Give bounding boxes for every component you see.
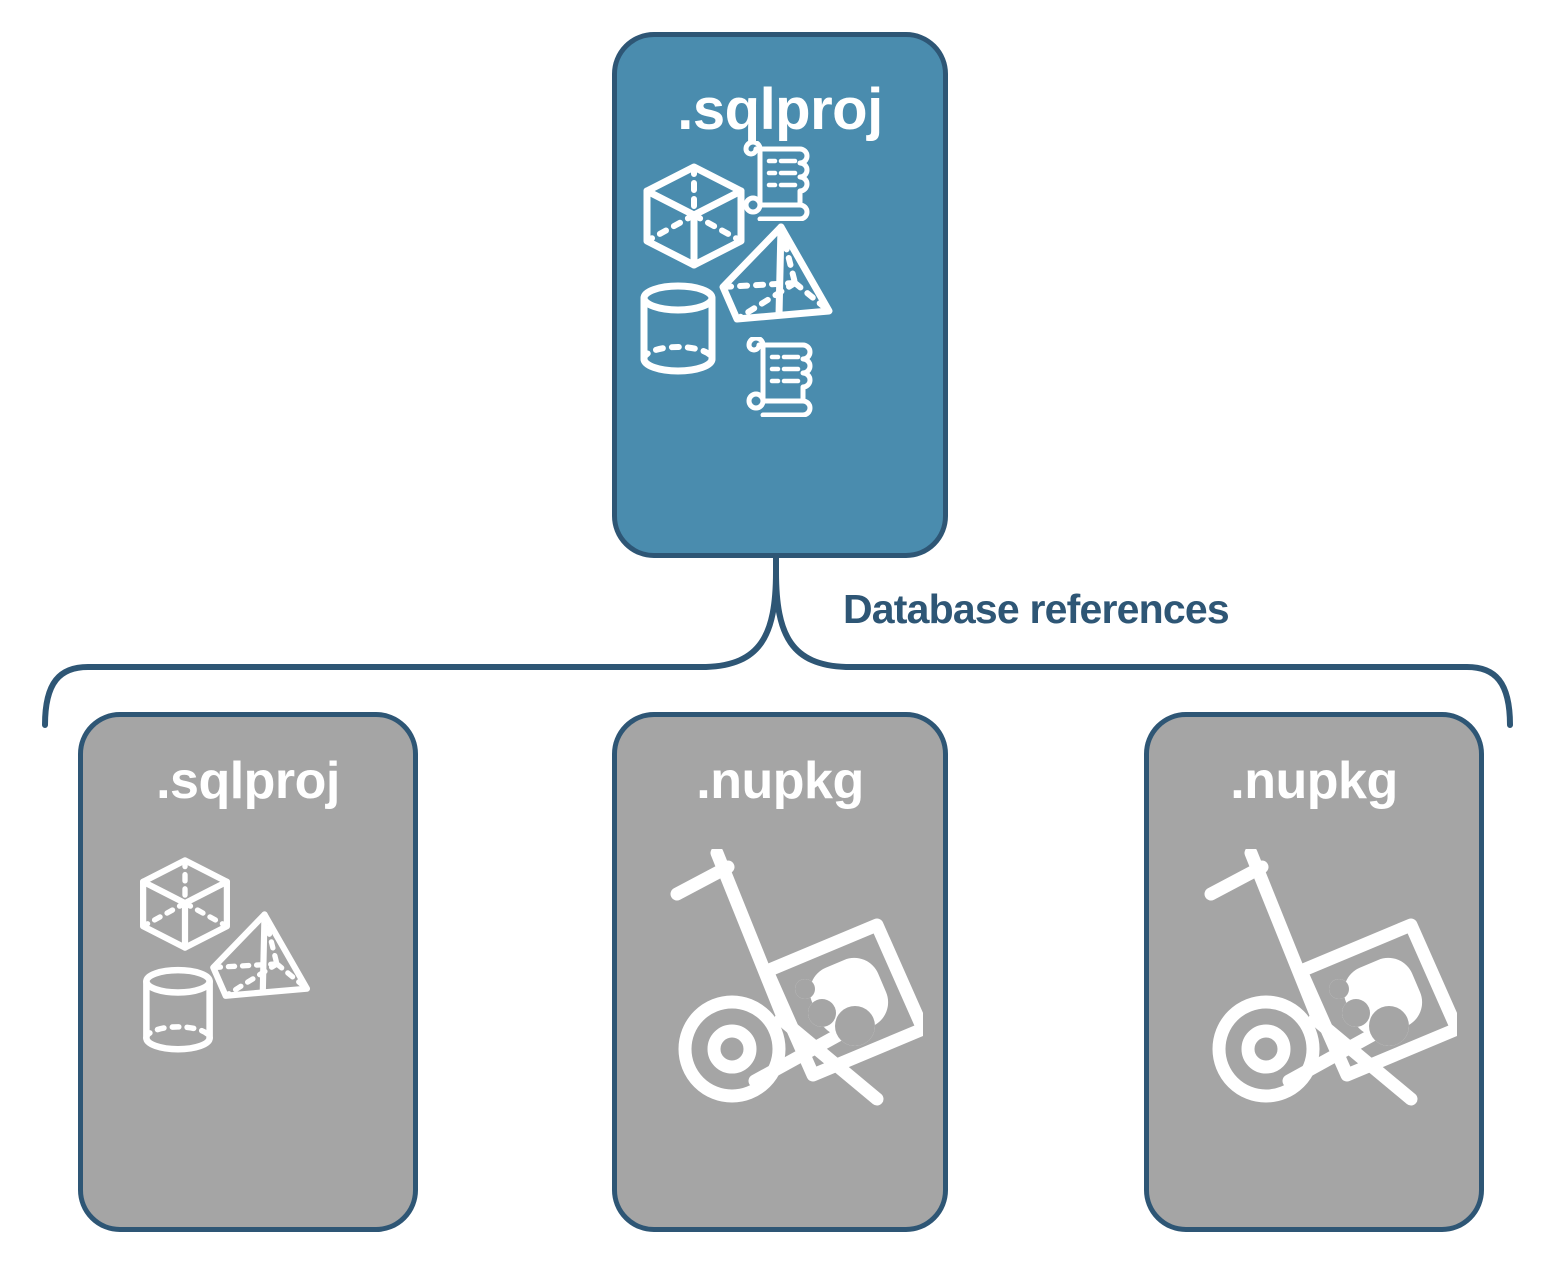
node-card-nupkg-reference-1[interactable]: .nupkg (612, 712, 948, 1232)
node-title: .sqlproj (156, 752, 340, 810)
node-artwork (83, 807, 413, 1227)
node-card-nupkg-reference-2[interactable]: .nupkg (1144, 712, 1484, 1232)
node-artwork (617, 139, 943, 553)
hand-truck-package-icon (1204, 849, 1457, 1106)
hand-truck-package-icon (670, 849, 923, 1106)
node-card-sqlproj-reference[interactable]: .sqlproj (78, 712, 418, 1232)
cylinder-icon (143, 966, 213, 1053)
node-title: .nupkg (1230, 752, 1398, 810)
script-scroll-icon (746, 337, 813, 417)
cylinder-icon (640, 282, 716, 375)
script-scroll-icon (743, 141, 810, 221)
pyramid-icon (210, 911, 311, 999)
node-card-sqlproj-root[interactable]: .sqlproj (612, 32, 948, 558)
node-artwork (1149, 807, 1479, 1227)
cube-icon (643, 163, 745, 269)
connector-label-database-references: Database references (843, 586, 1230, 632)
node-title: .nupkg (696, 752, 864, 810)
cube-icon (140, 857, 230, 951)
pyramid-icon (719, 223, 833, 323)
node-artwork (617, 807, 943, 1227)
node-title: .sqlproj (677, 77, 883, 142)
